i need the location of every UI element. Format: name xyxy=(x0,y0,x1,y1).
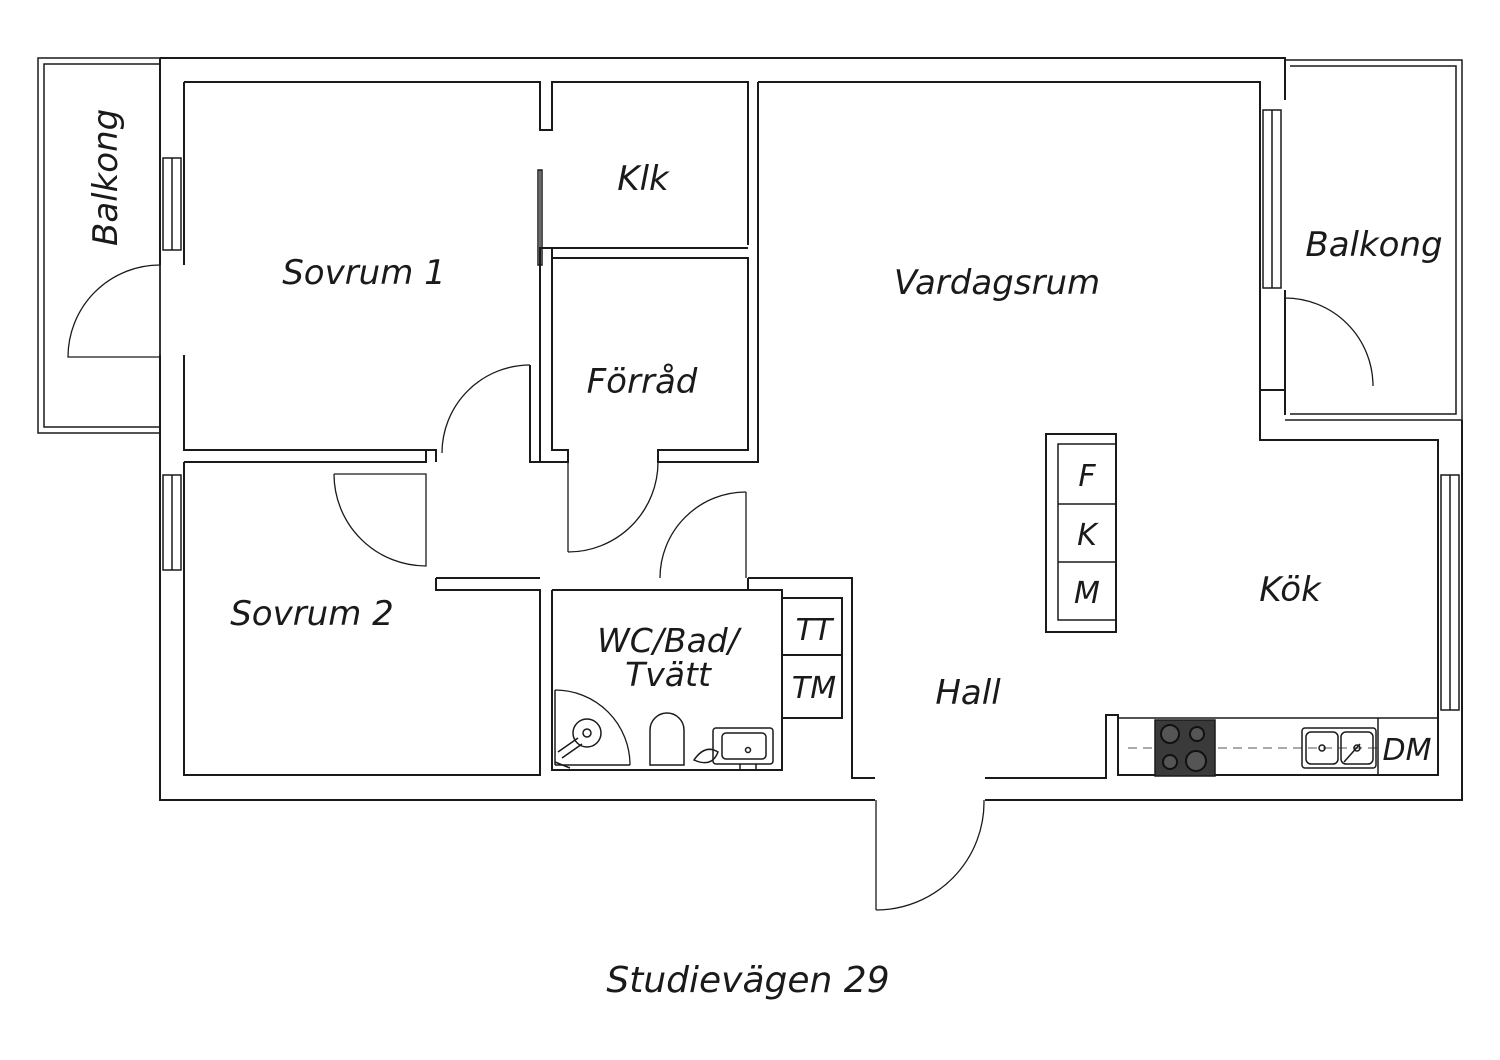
balcony-right xyxy=(1285,59,1463,421)
doors xyxy=(67,169,1374,911)
label-k: K xyxy=(1077,518,1099,553)
room-label-klk: Klk xyxy=(617,159,670,199)
room-label-vardagsrum: Vardagsrum xyxy=(894,263,1100,303)
room-label-wc-line-2: Tvätt xyxy=(625,655,712,694)
room-label-sovrum-2: Sovrum 2 xyxy=(230,594,394,634)
room-label-hall: Hall xyxy=(935,673,1001,713)
label-tm: TM xyxy=(792,671,836,706)
label-f: F xyxy=(1078,459,1096,494)
kitchen-sink xyxy=(1301,727,1377,769)
appliance-column xyxy=(1045,433,1117,633)
room-label-sovrum-1: Sovrum 1 xyxy=(282,253,446,293)
outer-wall xyxy=(159,57,1463,801)
interior-walls xyxy=(184,82,843,771)
room-label-forrad: Förråd xyxy=(587,362,698,402)
windows xyxy=(162,109,1460,711)
plan-caption: Studievägen 29 xyxy=(606,960,889,1001)
room-label-wc-line-1: WC/Bad/ xyxy=(597,621,743,660)
room-label-balkong-right: Balkong xyxy=(1305,225,1442,265)
room-label-kok: Kök xyxy=(1259,570,1322,610)
label-dm: DM xyxy=(1383,733,1432,768)
stove xyxy=(1154,719,1216,777)
bathroom-fixtures xyxy=(554,689,774,770)
room-label-balkong-left: Balkong xyxy=(86,109,126,246)
label-m: M xyxy=(1074,576,1100,611)
label-tt: TT xyxy=(796,613,835,648)
